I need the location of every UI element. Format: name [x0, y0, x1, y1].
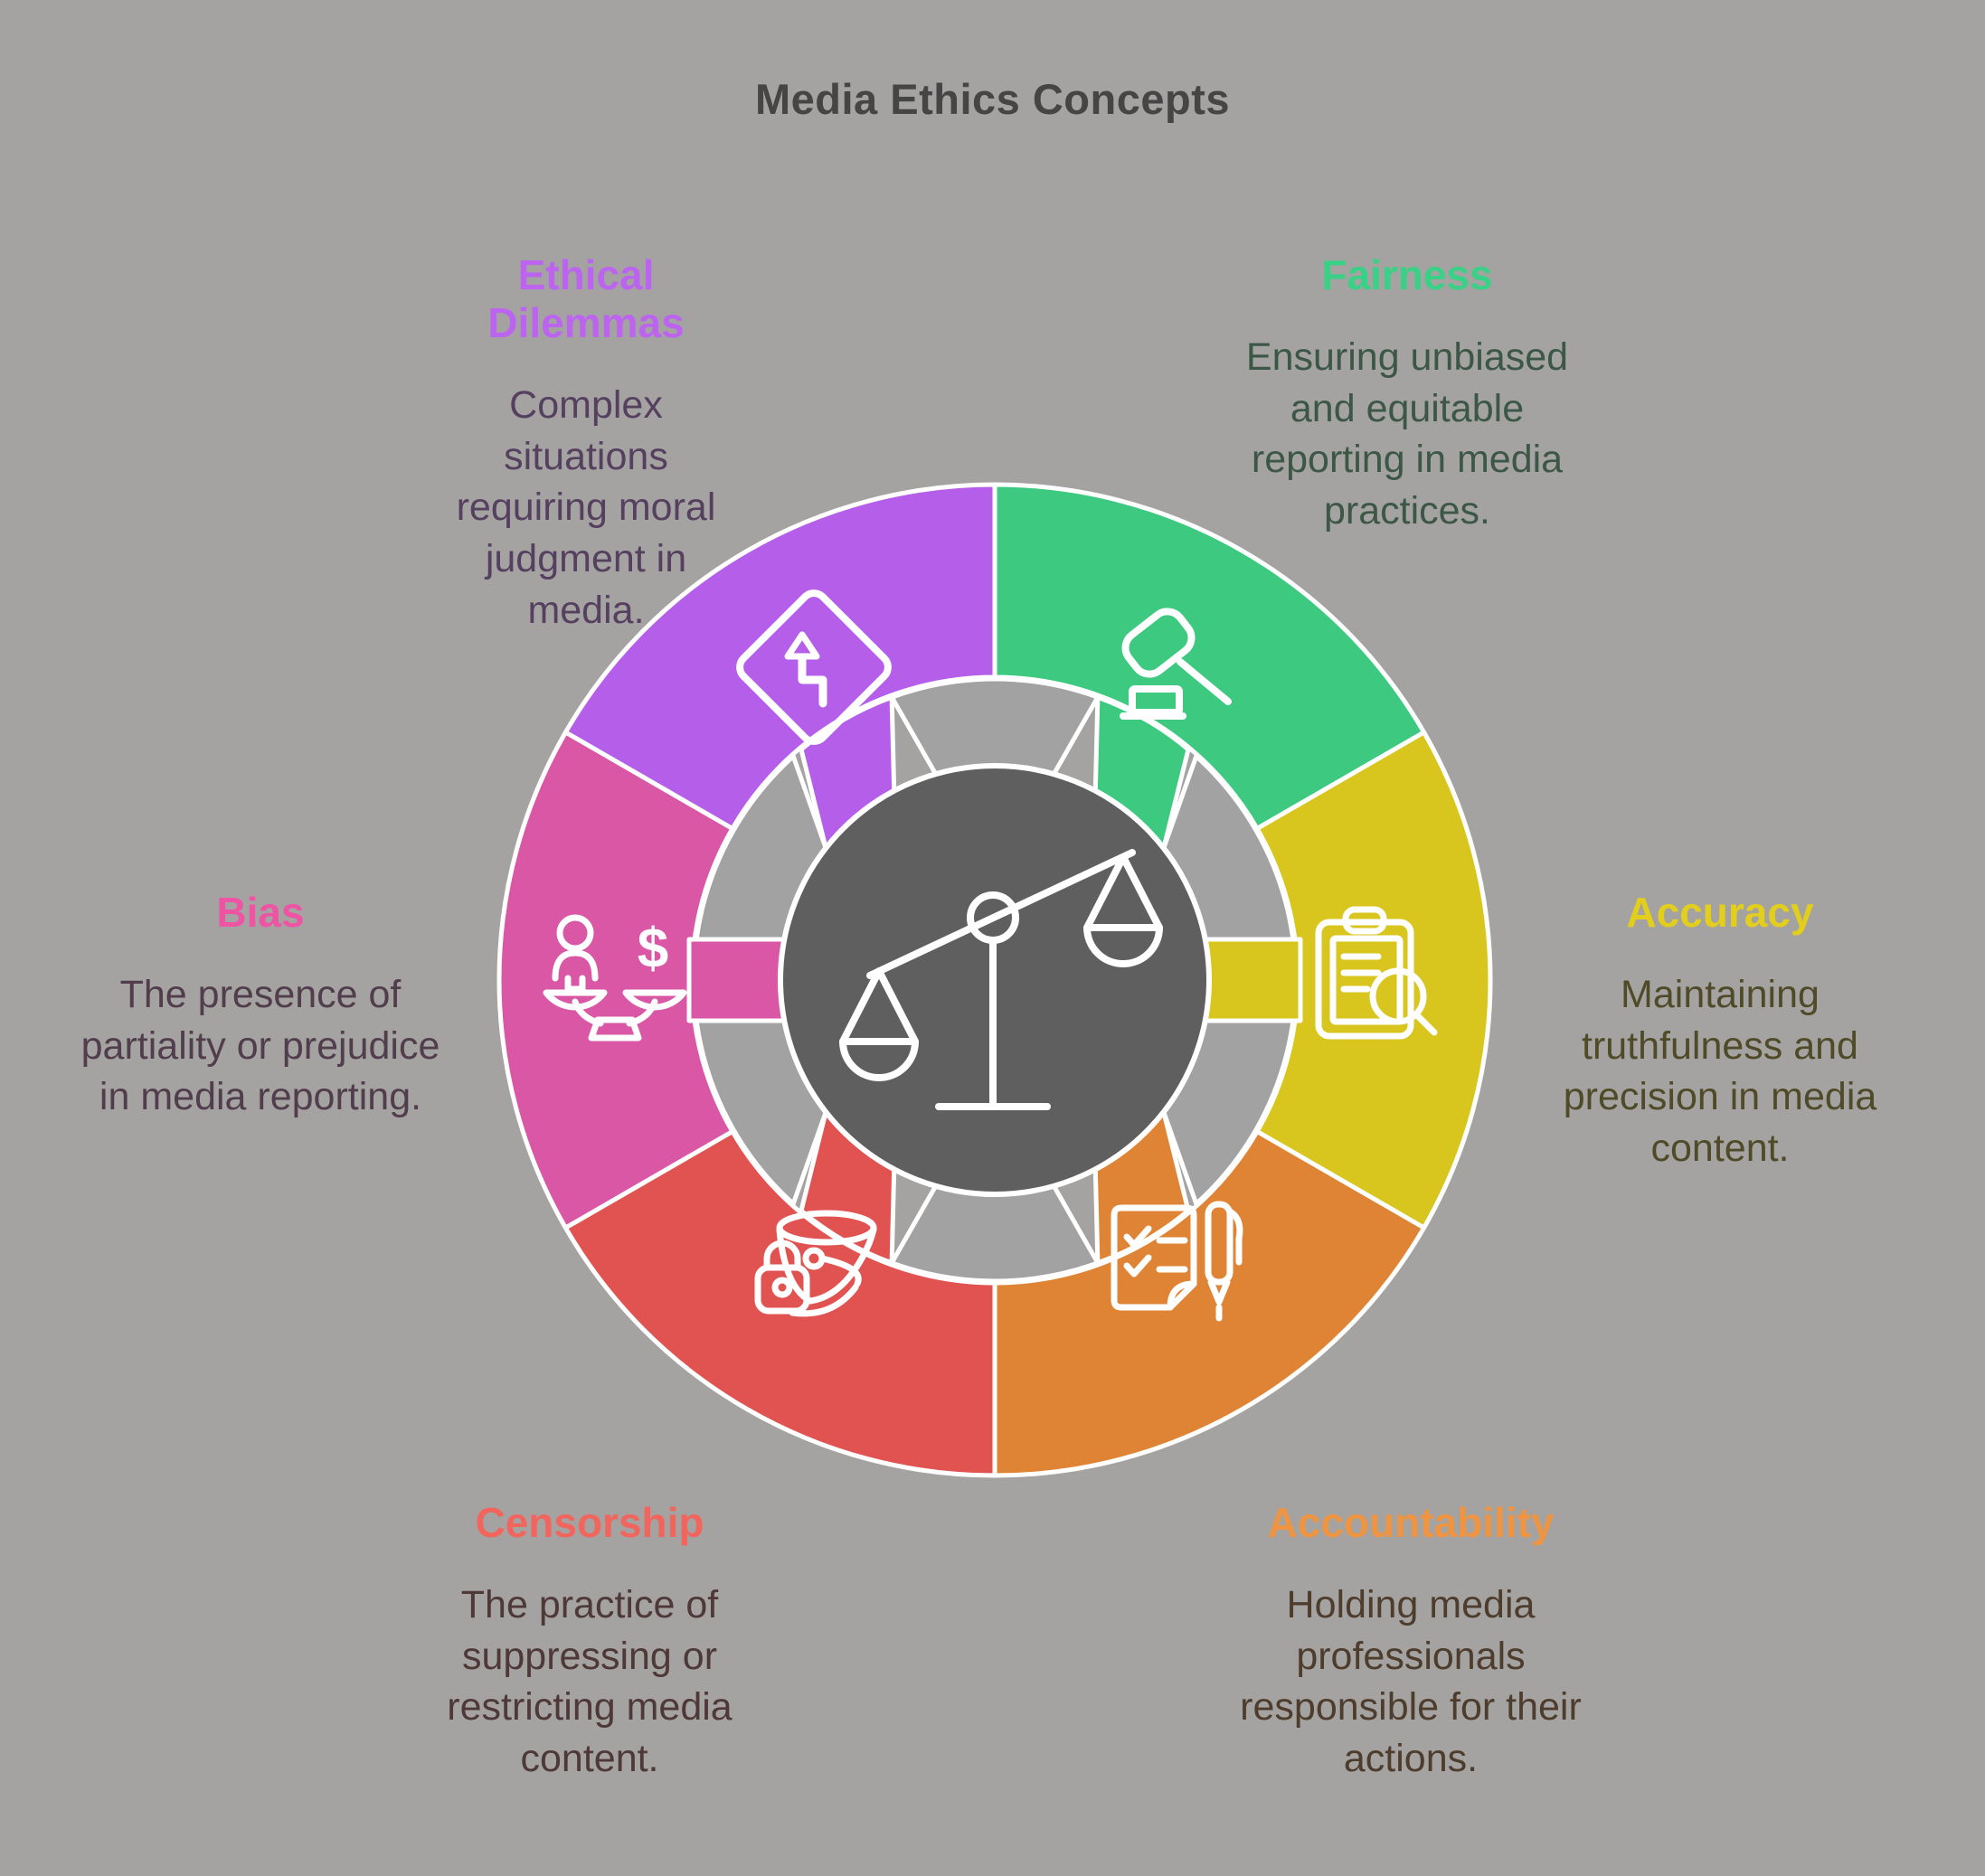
concept-description-accuracy: Maintaining truthfulness and precision i… [1563, 972, 1877, 1171]
balance-scale-icon [839, 849, 1163, 1110]
concept-description-ethical-dilemmas: Complex situations requiring moral judgm… [456, 382, 716, 632]
ring-wedge-bottom [889, 1183, 1101, 1284]
concept-label-accuracy: Accuracy [1626, 889, 1814, 936]
concept-description-bias: The presence of partiality or prejudice … [80, 972, 440, 1119]
bucket-lock-icon [754, 1210, 877, 1317]
concept-label-fairness: Fairness [1321, 251, 1493, 298]
concept-label-censorship: Censorship [475, 1499, 704, 1546]
person-money-balance-icon: $ [543, 914, 687, 1042]
media-ethics-wheel-diagram: $ [496, 482, 1493, 1478]
winding-road-sign-icon [736, 589, 892, 745]
concept-block-accuracy: Accuracy Maintaining truthfulness and pr… [1530, 889, 1910, 1174]
svg-text:$: $ [638, 918, 668, 980]
clipboard-search-icon [1315, 906, 1438, 1040]
page-title: Media Ethics Concepts [755, 75, 1230, 123]
concept-description-fairness: Ensuring unbiased and equitable reportin… [1245, 335, 1569, 533]
concept-block-accountability: Accountability Holding media professiona… [1216, 1499, 1605, 1785]
checklist-pen-icon [1111, 1201, 1243, 1322]
concept-label-accountability: Accountability [1267, 1499, 1555, 1546]
concept-label-bias: Bias [216, 889, 305, 936]
ring-wedge-top [889, 676, 1101, 777]
concept-label-ethical-dilemmas: Ethical Dilemmas [487, 251, 685, 346]
concept-description-accountability: Holding media professionals responsible … [1240, 1582, 1582, 1781]
concept-block-bias: Bias The presence of partiality or preju… [80, 889, 441, 1123]
connector-accuracy [1196, 937, 1303, 1023]
gavel-icon [1120, 608, 1232, 720]
concept-block-censorship: Censorship The practice of suppressing o… [409, 1499, 770, 1785]
connector-bias [686, 937, 794, 1023]
concept-block-ethical-dilemmas: Ethical Dilemmas Complex situations requ… [432, 251, 740, 636]
concept-block-fairness: Fairness Ensuring unbiased and equitable… [1217, 251, 1597, 537]
concept-description-censorship: The practice of suppressing or restricti… [447, 1582, 733, 1781]
